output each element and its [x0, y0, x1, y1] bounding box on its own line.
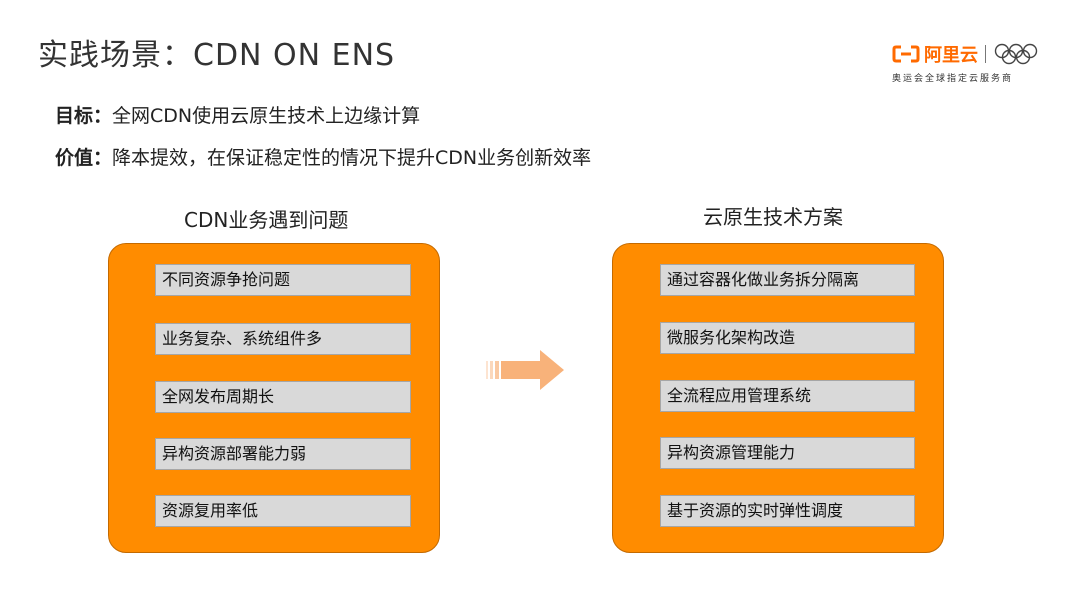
problem-item: 异构资源部署能力弱 [155, 438, 411, 470]
solution-item: 通过容器化做业务拆分隔离 [660, 264, 915, 296]
problem-item: 全网发布周期长 [155, 381, 411, 413]
value-line: 价值：降本提效，在保证稳定性的情况下提升CDN业务创新效率 [55, 143, 591, 170]
right-arrow-icon [486, 350, 564, 390]
solutions-heading: 云原生技术方案 [703, 205, 843, 229]
problem-item: 资源复用率低 [155, 495, 411, 527]
olympic-rings-icon [994, 43, 1038, 65]
goal-line: 目标：全网CDN使用云原生技术上边缘计算 [55, 101, 420, 128]
brand-logo: 阿里云 奥运会全球指定云服务商 [892, 40, 1052, 90]
solutions-panel: 通过容器化做业务拆分隔离 微服务化架构改造 全流程应用管理系统 异构资源管理能力… [612, 243, 944, 553]
solution-item: 全流程应用管理系统 [660, 380, 915, 412]
problem-item: 不同资源争抢问题 [155, 264, 411, 296]
goal-label: 目标： [55, 105, 113, 127]
slide-title: 实践场景：CDN ON ENS [38, 38, 396, 73]
brand-row: 阿里云 [892, 40, 1052, 68]
problems-panel: 不同资源争抢问题 业务复杂、系统组件多 全网发布周期长 异构资源部署能力弱 资源… [108, 243, 440, 553]
problems-heading: CDN业务遇到问题 [184, 208, 349, 232]
problem-item: 业务复杂、系统组件多 [155, 323, 411, 355]
solution-item: 微服务化架构改造 [660, 322, 915, 354]
alibaba-cloud-logo-icon [892, 45, 920, 63]
value-text: 降本提效，在保证稳定性的情况下提升CDN业务创新效率 [112, 147, 592, 169]
brand-name: 阿里云 [924, 45, 978, 66]
brand-divider [985, 45, 986, 63]
goal-text: 全网CDN使用云原生技术上边缘计算 [112, 105, 421, 127]
brand-tagline: 奥运会全球指定云服务商 [892, 74, 1014, 84]
solution-item: 异构资源管理能力 [660, 437, 915, 469]
solution-item: 基于资源的实时弹性调度 [660, 495, 915, 527]
value-label: 价值： [55, 147, 113, 169]
